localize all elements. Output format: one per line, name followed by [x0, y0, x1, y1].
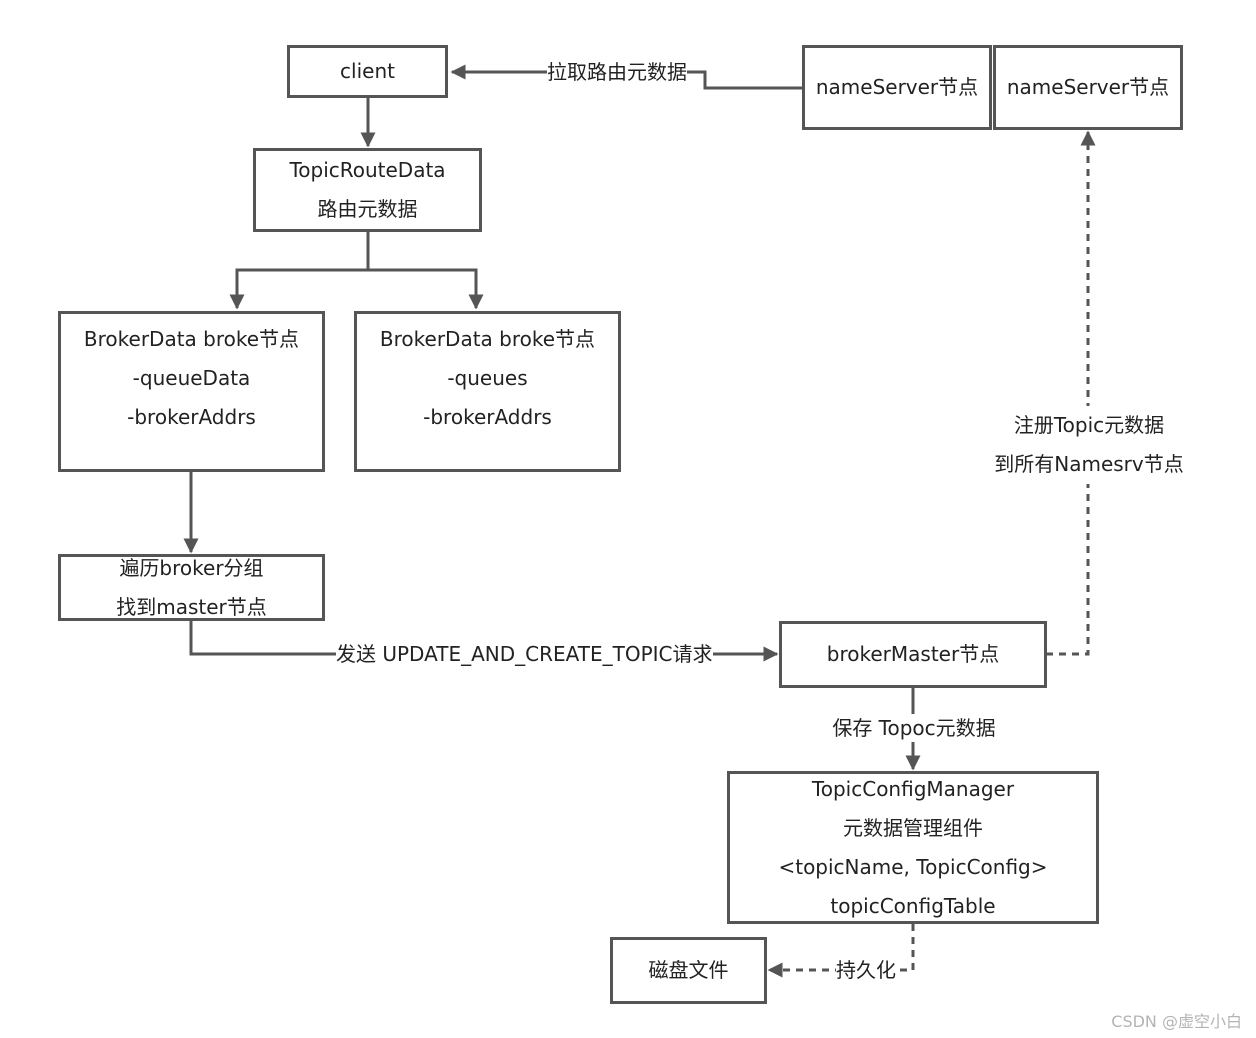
broker-data-2-field-2: -brokerAddrs [423, 405, 552, 429]
edge-label-send-request: 发送 UPDATE_AND_CREATE_TOPIC请求 [336, 640, 713, 668]
broker-data-1-title: BrokerData broke节点 [83, 327, 300, 351]
broker-data-node-2: BrokerData broke节点 -queues -brokerAddrs [354, 311, 621, 472]
traverse-broker-node: 遍历broker分组 找到master节点 [58, 554, 325, 621]
edge-routedata-split [235, 232, 476, 308]
topic-config-manager-node: TopicConfigManager 元数据管理组件 <topicName, T… [727, 771, 1099, 924]
topic-config-manager-table: topicConfigTable [830, 893, 996, 918]
nameserver-node-2: nameServer节点 [993, 45, 1183, 130]
edge-label-register: 注册Topic元数据 到所有Namesrv节点 [994, 406, 1184, 484]
edge-label-pull-route: 拉取路由元数据 [547, 58, 687, 86]
client-node-label: client [340, 59, 395, 83]
topic-config-manager-title: TopicConfigManager [811, 776, 1015, 801]
topic-config-manager-subtitle: 元数据管理组件 [843, 815, 983, 840]
nameserver-node-1: nameServer节点 [802, 45, 992, 130]
watermark-text: CSDN @虚空小白 [1111, 1012, 1242, 1031]
topic-route-data-subtitle: 路由元数据 [317, 197, 418, 221]
broker-data-node-1: BrokerData broke节点 -queueData -brokerAdd… [58, 311, 325, 472]
edge-label-save: 保存 Topoc元数据 [832, 714, 996, 742]
broker-data-2-field-1: -queues [447, 366, 528, 390]
nameserver-2-label: nameServer节点 [1006, 75, 1170, 99]
edge-label-register-line-2: 到所有Namesrv节点 [994, 452, 1184, 476]
edge-configmanager-to-disk [767, 924, 915, 978]
disk-file-label: 磁盘文件 [648, 958, 729, 982]
broker-master-node: brokerMaster节点 [779, 621, 1047, 688]
broker-master-label: brokerMaster节点 [826, 642, 1000, 666]
edge-brokermaster-to-nameserver [1046, 130, 1096, 656]
broker-data-2-title: BrokerData broke节点 [379, 327, 596, 351]
nameserver-1-label: nameServer节点 [815, 75, 979, 99]
broker-data-1-field-2: -brokerAddrs [127, 405, 256, 429]
traverse-broker-line-2: 找到master节点 [116, 594, 267, 619]
client-node: client [287, 45, 448, 98]
topic-route-data-node: TopicRouteData 路由元数据 [253, 148, 482, 232]
topic-config-manager-map: <topicName, TopicConfig> [778, 854, 1048, 879]
edge-label-persist: 持久化 [836, 956, 896, 984]
edge-label-register-line-1: 注册Topic元数据 [1013, 413, 1165, 437]
disk-file-node: 磁盘文件 [610, 937, 767, 1004]
topic-route-data-title: TopicRouteData [289, 158, 446, 182]
broker-data-1-field-1: -queueData [132, 366, 251, 390]
traverse-broker-line-1: 遍历broker分组 [119, 555, 264, 580]
